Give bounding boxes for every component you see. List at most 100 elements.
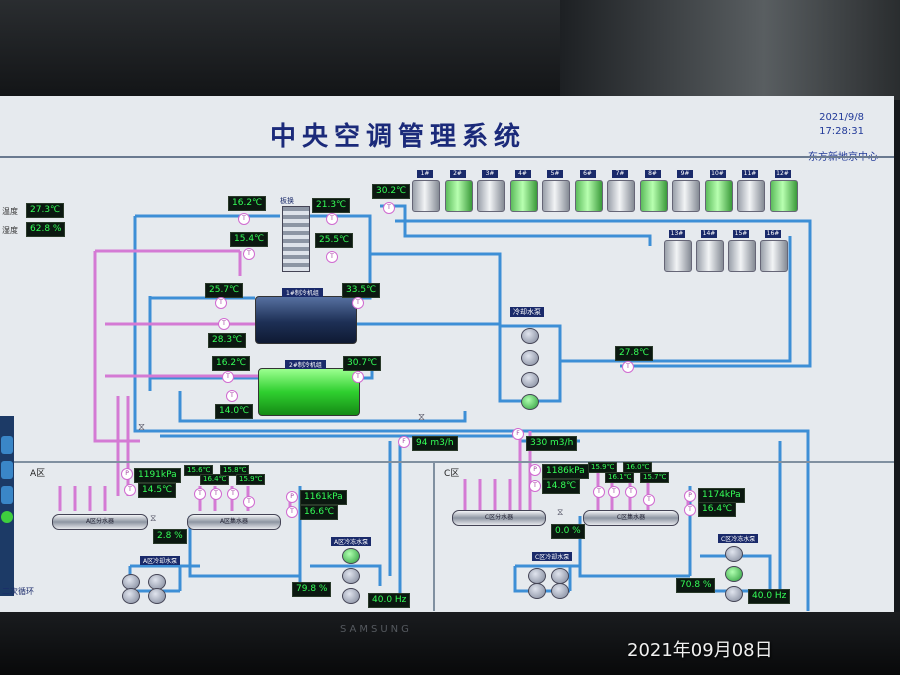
zone-c-chilled-pump[interactable] — [725, 566, 743, 582]
pipe-pink — [288, 496, 690, 511]
cooling-tower-body — [574, 180, 603, 212]
zone-c-secondary-pump[interactable] — [551, 583, 569, 599]
flow-reading-1: 94 m3/h — [412, 436, 458, 451]
temp-sensor-icon: T — [529, 480, 541, 492]
temp-sensor-icon: T — [684, 504, 696, 516]
flow-reading-2: 330 m3/h — [526, 436, 578, 451]
cooling-tower[interactable]: 9# — [670, 170, 700, 212]
chiller-2-label: 2#制冷机组 — [285, 360, 326, 369]
cooling-tower-body — [607, 180, 635, 212]
zone-a-secondary-pump[interactable] — [148, 588, 166, 604]
chiller-2[interactable]: 2#制冷机组 — [258, 360, 360, 416]
cooling-tower[interactable]: 4# — [508, 170, 538, 212]
cooling-tower[interactable]: 11# — [735, 170, 765, 212]
cooling-tower[interactable]: 7# — [605, 170, 635, 212]
chiller-1-outlet-temp: 33.5℃ — [342, 283, 381, 298]
pipe-pink — [463, 479, 512, 511]
side-button[interactable] — [1, 436, 13, 454]
zone-a-bypass-valve: 2.8 % — [153, 529, 187, 544]
zone-a-branch-temp: 15.9℃ — [236, 474, 266, 485]
cooling-tower[interactable]: 5# — [540, 170, 570, 212]
valve-icon[interactable]: ⧖ — [150, 514, 157, 524]
cooling-tower[interactable]: 2# — [443, 170, 473, 212]
cooling-water-pump[interactable] — [521, 394, 539, 410]
cooling-water-pump[interactable] — [521, 328, 539, 344]
cooling-tower[interactable]: 15# — [726, 230, 756, 272]
cooling-tower[interactable]: 6# — [573, 170, 603, 212]
side-button[interactable] — [1, 461, 13, 479]
cooling-tower-body — [769, 180, 798, 212]
zone-divider-vertical — [433, 461, 435, 611]
pipe-blue — [513, 564, 580, 593]
cooling-tower-label: 7# — [612, 170, 628, 178]
cooling-return-temp: 27.8℃ — [615, 346, 654, 361]
status-indicator-icon — [1, 511, 13, 523]
pipe-pink — [95, 249, 242, 276]
cooling-tower-label: 5# — [547, 170, 563, 178]
side-button[interactable] — [1, 486, 13, 504]
cooling-tower[interactable]: 1# — [410, 170, 440, 212]
zone-c-separator-header[interactable]: C区分水器 — [452, 510, 546, 526]
zone-a-chilled-pump[interactable] — [342, 568, 360, 584]
cooling-tower-label: 13# — [669, 230, 685, 238]
background-wall — [560, 0, 900, 100]
zone-c-secondary-pump[interactable] — [528, 583, 546, 599]
pipe-pink — [116, 396, 130, 496]
tower-supply-temp: 30.2℃ — [372, 184, 411, 199]
exchanger-outlet-temp-bottom: 25.5℃ — [315, 233, 354, 248]
cooling-tower-body — [412, 180, 440, 212]
zone-c-supply-temp: 14.8℃ — [542, 479, 581, 494]
chiller-1-inlet-temp: 25.7℃ — [205, 283, 244, 298]
pipe-blue — [560, 236, 792, 363]
zone-c-chilled-pump[interactable] — [725, 586, 743, 602]
zone-c-chilled-pump[interactable] — [725, 546, 743, 562]
zone-c-secondary-pump[interactable] — [551, 568, 569, 584]
cooling-tower[interactable]: 14# — [694, 230, 724, 272]
zone-c-bypass-valve: 0.0 % — [551, 524, 585, 539]
cooling-water-pump[interactable] — [521, 350, 539, 366]
cooling-tower-label: 16# — [765, 230, 781, 238]
valve-icon[interactable]: ⧖ — [138, 422, 146, 433]
cooling-tower-body — [672, 180, 700, 212]
zone-a-pump-frequency: 40.0 Hz — [368, 593, 411, 608]
zone-a-collector-header[interactable]: A区集水器 — [187, 514, 281, 530]
cooling-tower[interactable]: 12# — [768, 170, 798, 212]
pressure-sensor-icon: P — [684, 490, 696, 502]
temp-sensor-icon: T — [352, 297, 364, 309]
secondary-loop-label[interactable]: 二次循环 — [2, 587, 34, 596]
cooling-tower[interactable]: 8# — [638, 170, 668, 212]
cooling-tower[interactable]: 13# — [662, 230, 692, 272]
temp-sensor-icon: T — [286, 506, 298, 518]
temp-sensor-icon: T — [326, 251, 338, 263]
zone-c-secondary-pump[interactable] — [528, 568, 546, 584]
cooling-tower-body — [444, 180, 473, 212]
outdoor-temp-label: 温度 — [2, 207, 18, 216]
cooling-tower-body — [737, 180, 765, 212]
cooling-tower-body — [728, 240, 756, 272]
pipe-pink — [58, 486, 107, 511]
flow-sensor-icon: F — [398, 436, 410, 448]
zone-a-secondary-pump[interactable] — [122, 588, 140, 604]
cooling-tower[interactable]: 10# — [703, 170, 733, 212]
pipe-blue — [342, 322, 562, 403]
temp-sensor-icon: T — [352, 371, 364, 383]
zone-a-label: A区 — [30, 469, 46, 479]
zone-c-collector-header[interactable]: C区集水器 — [583, 510, 679, 526]
zone-a-chilled-pump[interactable] — [342, 548, 360, 564]
temp-sensor-icon: T — [238, 213, 250, 225]
chiller-1[interactable]: 1#制冷机组 — [255, 288, 357, 344]
cooling-water-pump[interactable] — [521, 372, 539, 388]
temp-sensor-icon: T — [124, 484, 136, 496]
zone-a-chilled-pump[interactable] — [342, 588, 360, 604]
valve-icon[interactable]: ⧖ — [418, 412, 426, 423]
temp-sensor-icon: T — [218, 318, 230, 330]
plate-heat-exchanger[interactable] — [282, 206, 310, 272]
zone-a-separator-header[interactable]: A区分水器 — [52, 514, 148, 530]
valve-icon[interactable]: ⧖ — [557, 508, 564, 518]
chiller-2-return-temp: 14.0℃ — [215, 404, 254, 419]
pipe-blue — [380, 204, 652, 246]
cooling-tower[interactable]: 3# — [475, 170, 505, 212]
cooling-tower[interactable]: 16# — [758, 230, 788, 272]
cooling-tower-label: 3# — [482, 170, 498, 178]
title-divider — [0, 156, 894, 158]
